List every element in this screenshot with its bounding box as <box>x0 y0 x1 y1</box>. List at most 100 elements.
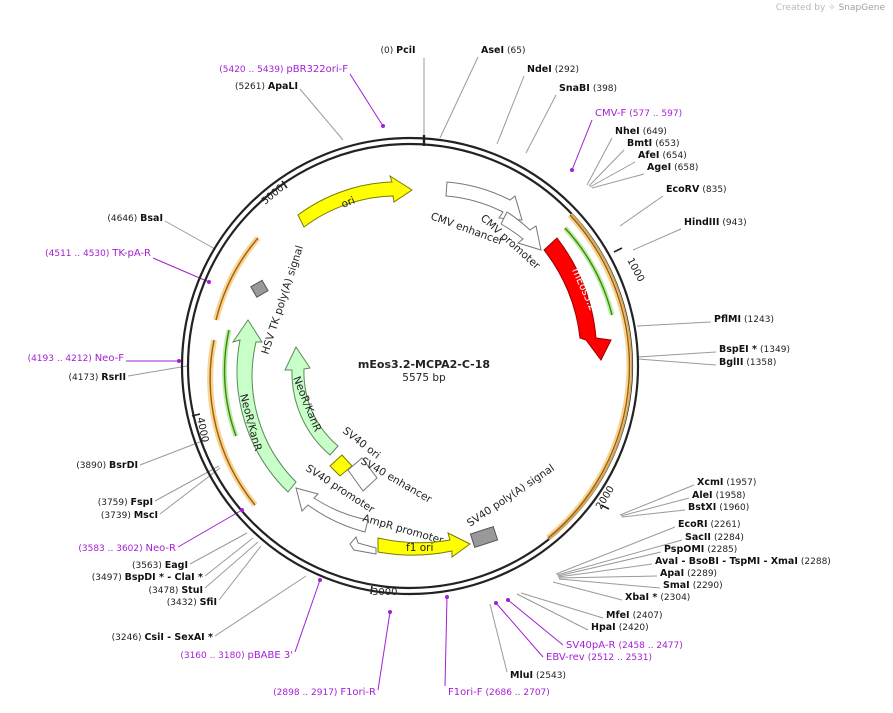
site-connector <box>164 220 216 250</box>
site-connector <box>127 365 188 377</box>
feature-label-ori: ori <box>340 195 357 211</box>
feature-cmv-promoter[interactable] <box>500 211 542 251</box>
restriction-site-label[interactable]: EcoRI (2261) <box>678 519 740 530</box>
feature-sv40-promoter[interactable] <box>295 487 369 533</box>
primer-mark <box>506 598 510 602</box>
restriction-site-label[interactable]: (3246) CsiI - SexAI * <box>112 632 213 643</box>
feature-cmv-enhancer[interactable] <box>445 181 523 221</box>
primer-mark <box>240 508 244 512</box>
restriction-site-label[interactable]: (4646) BsaI <box>107 213 163 224</box>
feature-sv40-enhancer[interactable] <box>347 457 378 492</box>
site-connector <box>557 563 653 578</box>
feature-label-hsv-tk-polya: HSV TK poly(A) signal <box>259 244 306 356</box>
feature-neor-kanr-inner[interactable] <box>284 345 339 456</box>
site-connector <box>154 465 220 502</box>
site-connector <box>496 75 525 145</box>
restriction-site-label[interactable]: (3759) FspI <box>98 497 153 508</box>
feature-sv40-ori[interactable] <box>329 454 353 477</box>
restriction-site-label[interactable]: BglII (1358) <box>719 357 776 368</box>
restriction-site-label[interactable]: AleI (1958) <box>692 490 746 501</box>
primer-label[interactable]: (3583 .. 3602) Neo-R <box>78 543 176 554</box>
restriction-site-label[interactable]: (4173) RsrII <box>68 372 126 383</box>
restriction-site-label[interactable]: (3739) MscI <box>101 510 158 521</box>
site-connector <box>571 119 593 171</box>
restriction-site-label[interactable]: (0) PciI <box>381 45 416 56</box>
feature-label-f1-ori: f1 ori <box>406 542 433 554</box>
restriction-site-label[interactable]: EcoRV (835) <box>666 184 727 195</box>
restriction-site-label[interactable]: HindIII (943) <box>684 217 747 228</box>
restriction-site-label[interactable]: BmtI (653) <box>627 138 679 149</box>
restriction-site-label[interactable]: HpaI (2420) <box>591 622 649 633</box>
primer-mark <box>494 601 498 605</box>
restriction-site-label[interactable]: AfeI (654) <box>638 150 687 161</box>
site-connector <box>558 578 661 589</box>
primer-marks <box>177 124 574 614</box>
site-connector <box>214 575 307 637</box>
site-connector <box>444 596 448 687</box>
restriction-site-label[interactable]: BstXI (1960) <box>688 502 749 513</box>
primer-label[interactable]: (4193 .. 4212) Neo-F <box>28 353 125 364</box>
primer-mark <box>570 168 574 172</box>
site-connector <box>636 321 712 327</box>
site-connector <box>204 537 254 577</box>
restriction-site-label[interactable]: BspEI * (1349) <box>719 344 790 355</box>
site-connector <box>555 526 676 575</box>
restriction-site-label[interactable]: XcmI (1957) <box>697 477 756 488</box>
primer-label[interactable]: SV40pA-R (2458 .. 2477) <box>566 640 683 651</box>
site-connector <box>552 581 623 601</box>
site-connector <box>139 439 206 466</box>
feature-ori[interactable] <box>297 174 413 228</box>
restriction-site-label[interactable]: NheI (649) <box>615 126 667 137</box>
restriction-site-label[interactable]: (3497) BspDI * - ClaI * <box>92 572 203 583</box>
restriction-site-label[interactable]: PspOMI (2285) <box>664 544 737 555</box>
primer-label[interactable]: (5420 .. 5439) pBR322ori-F <box>219 64 348 75</box>
restriction-site-label[interactable]: AvaI - BsoBI - TspMI - XmaI (2288) <box>655 556 831 567</box>
site-connector <box>589 161 636 188</box>
primer-label[interactable]: EBV-rev (2512 .. 2531) <box>546 652 652 663</box>
primer-label[interactable]: F1ori-F (2686 .. 2707) <box>448 687 550 698</box>
feature-sv40-polya[interactable] <box>469 526 499 548</box>
site-connector <box>591 173 645 189</box>
site-connector <box>620 497 690 517</box>
restriction-site-label[interactable]: (5261) ApaLI <box>235 81 298 92</box>
primer-label[interactable]: (4511 .. 4530) TK-pA-R <box>45 248 151 259</box>
ruler-label-2000: 2000 <box>594 484 617 511</box>
restriction-site-label[interactable]: AseI (65) <box>481 45 526 56</box>
restriction-site-label[interactable]: (3432) SfiI <box>167 597 217 608</box>
restriction-site-label[interactable]: XbaI * (2304) <box>625 592 690 603</box>
restriction-site-label[interactable]: AgeI (658) <box>647 162 698 173</box>
site-connector <box>439 56 479 139</box>
restriction-site-label[interactable]: SacII (2284) <box>685 532 744 543</box>
feature-neor-kanr-outer[interactable] <box>231 319 297 493</box>
restriction-site-label[interactable]: (3478) StuI <box>149 585 203 596</box>
feature-ampr-promoter[interactable] <box>349 536 377 555</box>
feature-f1-ori[interactable] <box>377 532 471 558</box>
restriction-site-label[interactable]: MfeI (2407) <box>606 610 663 621</box>
site-connector <box>558 575 658 579</box>
site-connector <box>619 484 695 516</box>
restriction-site-label[interactable]: (3890) BsrDI <box>76 460 138 471</box>
ruler-label-3000: 3000 <box>372 587 397 598</box>
restriction-site-label[interactable]: SmaI (2290) <box>663 580 723 591</box>
primer-label[interactable]: CMV-F (577 .. 597) <box>595 108 682 119</box>
snapgene-credit: Created by ✧ SnapGene <box>775 3 885 13</box>
site-connector <box>507 599 564 646</box>
primer-label[interactable]: (3160 .. 3180) pBABE 3' <box>180 650 293 661</box>
restriction-site-label[interactable]: SnaBI (398) <box>559 83 617 94</box>
site-connector <box>204 541 259 589</box>
site-connector <box>495 602 544 658</box>
restriction-site-label[interactable]: ApaI (2289) <box>660 568 717 579</box>
site-connector <box>349 73 384 127</box>
site-connector <box>218 545 262 601</box>
primer-label[interactable]: (2898 .. 2917) F1ori-R <box>273 687 376 698</box>
feature-hsv-tk-polya[interactable] <box>250 279 269 298</box>
restriction-site-label[interactable]: PflMI (1243) <box>714 314 774 325</box>
restriction-site-label[interactable]: (3563) EagI <box>132 560 188 571</box>
primer-mark <box>445 595 449 599</box>
site-connector <box>159 467 221 515</box>
restriction-site-label[interactable]: NdeI (292) <box>527 64 579 75</box>
feature-meos3-2[interactable] <box>543 237 612 361</box>
restriction-site-label[interactable]: MluI (2543) <box>510 670 566 681</box>
ruler-label-4000: 4000 <box>194 416 210 443</box>
